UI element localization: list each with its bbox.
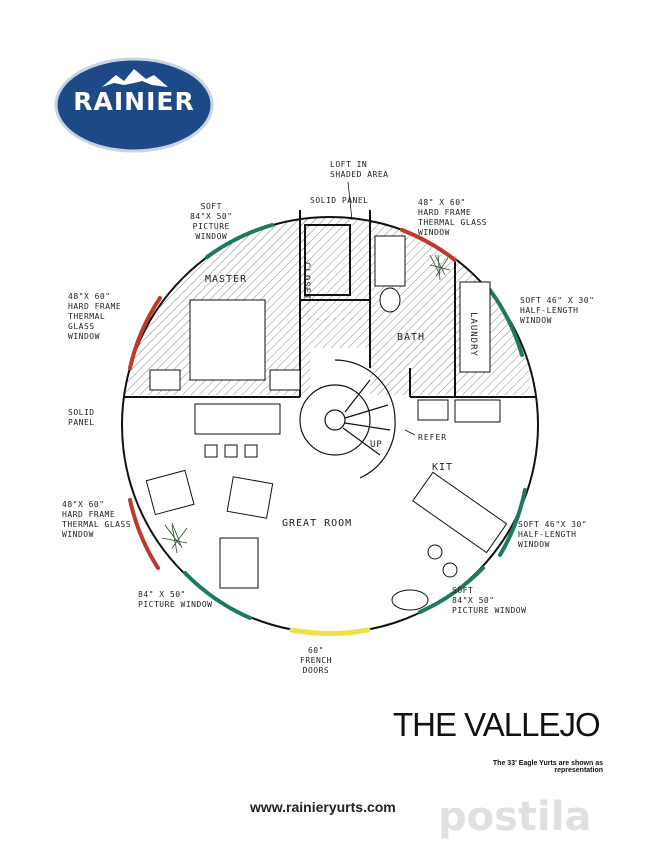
room-bath: BATH [397, 332, 426, 343]
room-master: MASTER [205, 274, 248, 285]
window-top-left-label: SOFT 84"x 50" PICTURE WINDOW [190, 202, 233, 241]
postila-watermark: postila [438, 794, 591, 840]
spiral-stair [299, 359, 396, 479]
window-top-left [205, 223, 274, 259]
website-link[interactable]: www.rainieryurts.com [250, 799, 396, 815]
window-bottom-right [418, 566, 485, 614]
window-left-lower-label: 48"x 60" HARD FRAME THERMAL GLASS WINDOW [62, 500, 132, 539]
floor-plan [121, 181, 539, 636]
kitchen-island [412, 471, 508, 554]
plan-note: The 33' Eagle Yurts are shown as represe… [492, 760, 603, 774]
window-left-upper [128, 296, 162, 370]
room-kit: KIT [432, 462, 454, 473]
loft-callout: LOFT IN SHADED AREA [330, 160, 389, 179]
sofa [194, 403, 281, 435]
bathtub [374, 235, 406, 287]
window-left-lower [128, 498, 160, 570]
window-top-right-label: 48" x 60" HARD FRAME THERMAL GLASS WINDO… [418, 198, 488, 237]
logo-text: RAINIER [73, 87, 195, 116]
window-bottom-left [183, 571, 252, 620]
window-right-upper [488, 288, 524, 357]
window-top-right [400, 228, 457, 262]
window-left-upper-label: 48"x 60" HARD FRAME THERMAL GLASS WINDOW [68, 292, 122, 341]
window-right-upper-label: SOFT 46" x 30" HALF-LENGTH WINDOW [520, 296, 595, 325]
svg-text:postila: postila [438, 794, 591, 840]
dining-table [219, 537, 259, 589]
refer-label: REFER [418, 433, 448, 442]
french-doors-label: 60" FRENCH DOORS [300, 646, 332, 675]
room-laundry: LAUNDRY [468, 312, 478, 357]
room-great-room: GREAT ROOM [282, 518, 353, 529]
french-doors [289, 627, 371, 636]
plan-title: THE VALLEJO [393, 706, 601, 743]
room-closet: CLOSET [301, 262, 311, 301]
window-bottom-right-label: SOFT 84"x 50" PICTURE WINDOW [452, 586, 527, 615]
window-bottom-left-label: 84" x 50" PICTURE WINDOW [138, 590, 213, 609]
window-right-lower [498, 488, 527, 557]
stair-up: UP [370, 440, 383, 450]
bed [189, 299, 266, 381]
rainier-logo [54, 57, 214, 153]
window-right-lower-label: SOFT 46"x 30" HALF-LENGTH WINDOW [518, 520, 588, 549]
solid-panel-left: SOLID PANEL [68, 408, 95, 427]
solid-panel-top: SOLID PANEL [310, 196, 369, 205]
